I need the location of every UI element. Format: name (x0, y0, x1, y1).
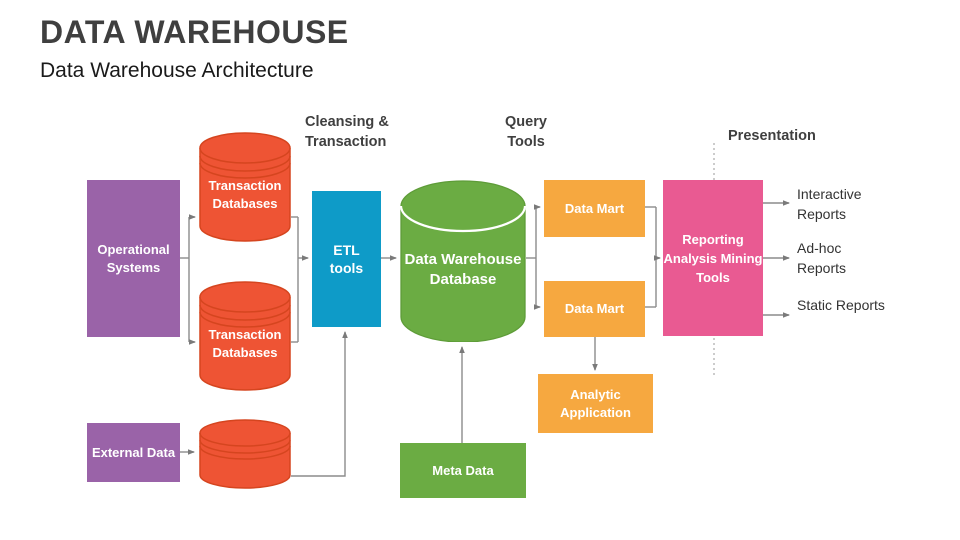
reporting-tools-label: Reporting Analysis Mining Tools (663, 231, 763, 285)
analytic-application-label: Analytic Application (560, 386, 631, 420)
etl-tools-label: ETL tools (329, 242, 364, 276)
database-cylinder-icon (199, 281, 291, 391)
output-static-reports: Static Reports (797, 297, 885, 313)
meta-data-box: Meta Data (400, 443, 526, 498)
transaction-db-bottom-cylinder: Transaction Databases (199, 281, 291, 391)
external-source-cylinder (199, 419, 291, 489)
database-cylinder-icon (199, 132, 291, 242)
database-cylinder-icon (199, 419, 291, 489)
reporting-tools-box: Reporting Analysis Mining Tools (663, 180, 763, 336)
stage-label-presentation: Presentation (728, 128, 816, 144)
output-adhoc-reports: Ad-hoc Reports (797, 240, 847, 276)
external-data-label: External Data (91, 444, 176, 460)
stage-label-query-tools: Query Tools (505, 114, 547, 150)
data-warehouse-label: Data Warehouse Database (404, 251, 522, 288)
transaction-db-bottom-label: Transaction Databases (208, 327, 282, 360)
operational-systems-box: Operational Systems (87, 180, 180, 337)
data-warehouse-cylinder: Data Warehouse Database (400, 180, 526, 342)
transaction-db-top-cylinder: Transaction Databases (199, 132, 291, 242)
operational-systems-label: Operational Systems (97, 241, 170, 275)
analytic-application-box: Analytic Application (538, 374, 653, 433)
transaction-db-top-label: Transaction Databases (208, 178, 282, 211)
data-mart-bottom-box: Data Mart (544, 281, 645, 337)
database-cylinder-icon (400, 180, 526, 342)
output-interactive-reports: Interactive Reports (797, 186, 862, 222)
etl-tools-box: ETL tools (312, 191, 381, 327)
external-data-box: External Data (87, 423, 180, 482)
page-title: DATA WAREHOUSE (40, 14, 349, 50)
stage-label-cleansing: Cleansing & Transaction (305, 114, 389, 150)
page-subtitle: Data Warehouse Architecture (40, 59, 314, 82)
data-mart-bottom-label: Data Mart (564, 301, 625, 316)
meta-data-label: Meta Data (432, 462, 494, 478)
data-mart-top-box: Data Mart (544, 180, 645, 237)
data-mart-top-label: Data Mart (564, 200, 625, 216)
